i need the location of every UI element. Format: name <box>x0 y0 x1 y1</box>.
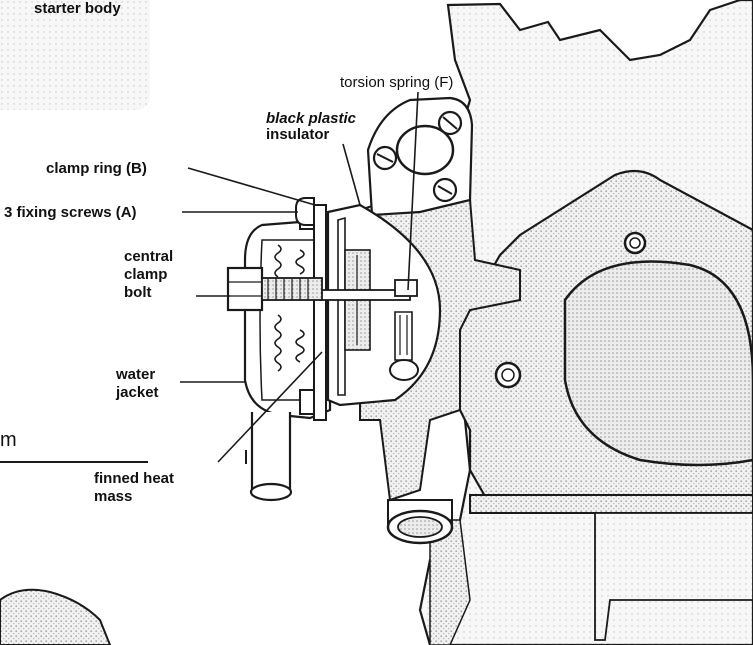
label-starter-body: starter body <box>34 0 121 17</box>
leader-insulator <box>342 143 361 206</box>
label-insulator-line2: insulator <box>266 126 330 143</box>
label-central-line2: clamp <box>124 266 168 283</box>
label-edge-fragment: m <box>0 429 17 451</box>
leader-lines <box>180 91 419 463</box>
lower-left-fragment <box>0 588 112 645</box>
label-finned-line1: finned heat <box>94 470 175 487</box>
choke-housing <box>226 197 442 502</box>
leader-finned-mass <box>217 351 323 463</box>
leader-clamp-ring <box>187 167 316 206</box>
label-insulator-line1: black plastic <box>265 110 357 127</box>
label-central-line1: central <box>124 248 174 265</box>
top-cover <box>366 96 474 217</box>
label-clamp-ring: clamp ring (B) <box>46 160 147 177</box>
label-torsion-spring: torsion spring (F) <box>340 74 454 91</box>
starter-body-panel <box>0 0 150 110</box>
label-fixing-screws: 3 fixing screws (A) <box>4 204 137 221</box>
label-water-line1: water <box>116 366 156 383</box>
leader-torsion-spring <box>407 91 419 291</box>
label-central-line3: bolt <box>124 284 152 301</box>
label-finned-line2: mass <box>94 488 133 505</box>
carburetor-body <box>418 0 753 645</box>
label-water-line2: jacket <box>116 384 159 401</box>
